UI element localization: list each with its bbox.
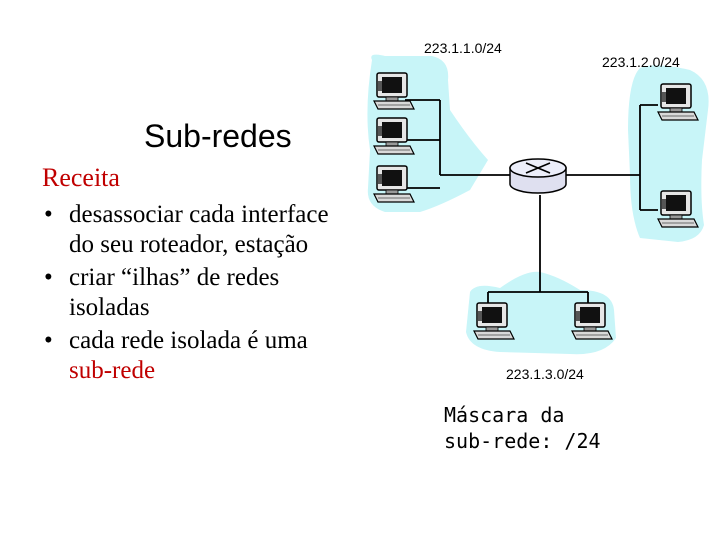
- recipe-heading: Receita: [42, 163, 120, 192]
- links-subnet-1: [405, 99, 510, 189]
- mask-line: sub-rede: /24: [444, 429, 601, 453]
- subnet-label: 223.1.2.0/24: [602, 54, 680, 70]
- subnet-mask-note: Máscara da sub-rede: /24: [444, 402, 601, 454]
- subnet-label: 223.1.1.0/24: [424, 40, 502, 56]
- recipe-item: • cada rede isolada é uma sub-rede: [44, 326, 344, 386]
- slide-title: Sub-redes: [144, 118, 292, 154]
- recipe-item: • criar “ilhas” de redes isoladas: [44, 263, 344, 323]
- bullet-icon: •: [44, 264, 53, 291]
- recipe-item-text: criar “ilhas” de redes isoladas: [69, 264, 280, 321]
- recipe-list: • desassociar cada interface do seu rotea…: [44, 200, 344, 389]
- subnet-highlight: sub-rede: [69, 357, 156, 384]
- mask-line: Máscara da: [444, 403, 565, 427]
- router-icon: [509, 158, 567, 194]
- recipe-item-text: cada rede isolada é uma: [69, 327, 308, 354]
- links-subnet-3: [487, 195, 589, 305]
- bullet-icon: •: [44, 201, 53, 228]
- recipe-item-text: desassociar cada interface do seu rotead…: [69, 201, 329, 258]
- links-subnet-2: [565, 104, 658, 211]
- bullet-icon: •: [44, 327, 53, 354]
- recipe-item: • desassociar cada interface do seu rotea…: [44, 200, 344, 260]
- subnet-label: 223.1.3.0/24: [506, 366, 584, 382]
